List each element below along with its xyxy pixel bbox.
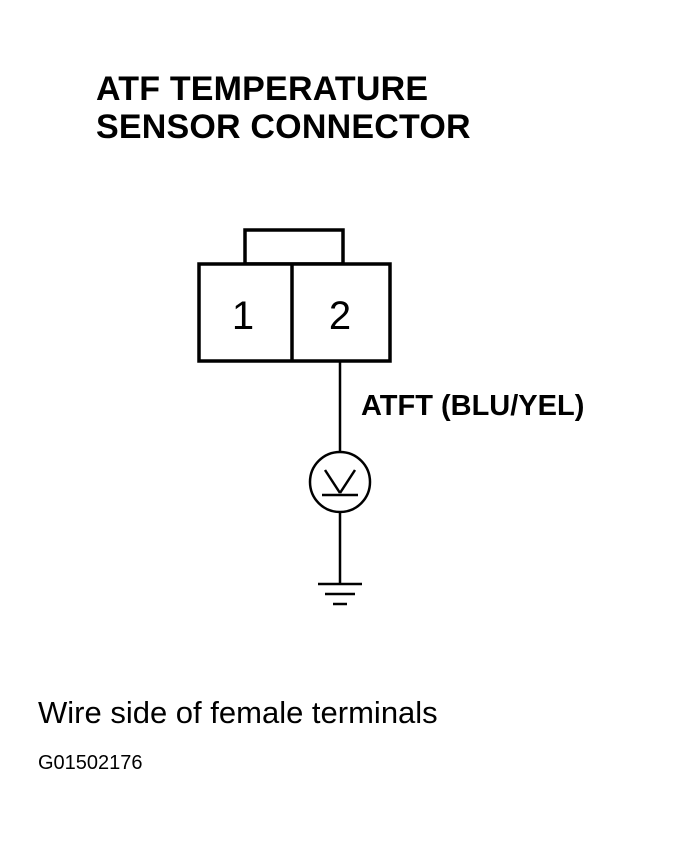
- pin-1-label: 1: [232, 294, 254, 338]
- wire-label: ATFT (BLU/YEL): [361, 390, 584, 422]
- ground-icon: [318, 582, 362, 606]
- title-line-2: SENSOR CONNECTOR: [96, 108, 471, 146]
- caption: Wire side of female terminals: [38, 695, 438, 730]
- figure-id: G01502176: [38, 752, 143, 774]
- voltmeter-icon: [308, 450, 372, 514]
- connector-body: [197, 262, 392, 363]
- connector: [197, 228, 392, 363]
- pin-2-label: 2: [329, 294, 351, 338]
- title-line-1: ATF TEMPERATURE: [96, 70, 429, 108]
- diagram-title: ATF TEMPERATURE SENSOR CONNECTOR: [96, 70, 471, 146]
- connector-latch: [243, 228, 345, 266]
